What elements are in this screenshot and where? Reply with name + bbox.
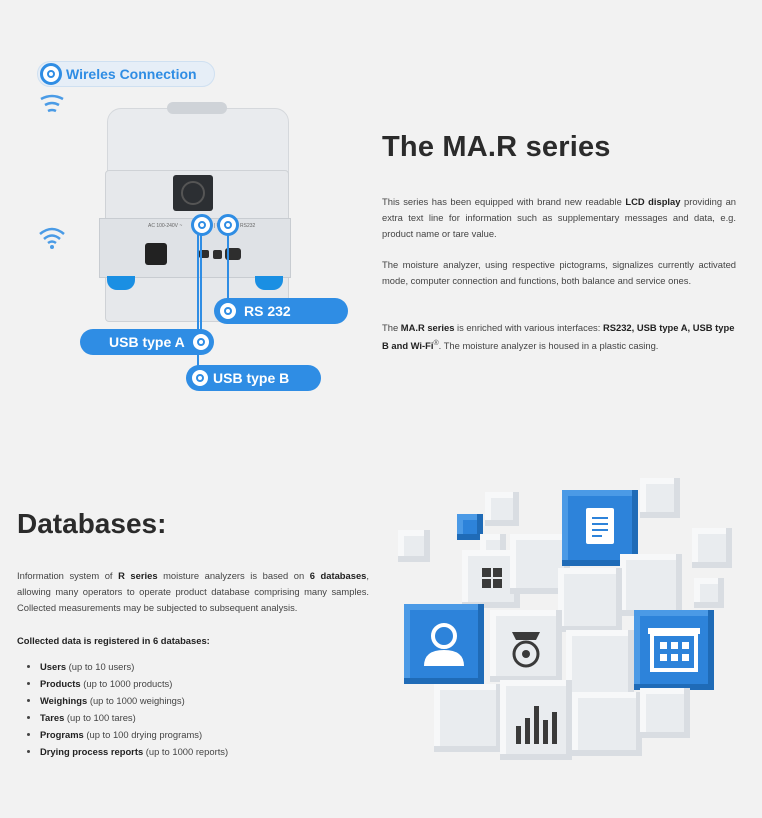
wireless-connection-callout: Wireles Connection	[37, 61, 215, 87]
db-item-detail: (up to 1000 products)	[80, 678, 173, 689]
scale-icon	[512, 632, 540, 668]
db-p1-bold-databases: 6 databases	[309, 570, 367, 581]
building-cube	[634, 610, 714, 690]
usb-type-a-label: USB type A	[109, 334, 185, 350]
db-p1-text-e: , allowing many operators to operate pro…	[17, 570, 369, 613]
wireless-waves-icon	[40, 94, 64, 113]
device-lid-handle	[167, 102, 227, 114]
small-cube	[485, 492, 519, 526]
rs232-connector-ring-icon	[217, 214, 239, 236]
db-item-name: Programs	[40, 729, 84, 740]
usb-a-connector-line	[200, 235, 202, 330]
small-cube	[694, 578, 724, 608]
user-icon	[424, 623, 464, 666]
db-item-name: Tares	[40, 712, 65, 723]
db-item-detail: (up to 100 tares)	[64, 712, 136, 723]
databases-paragraph: Information system of R series moisture …	[17, 568, 369, 616]
databases-list: Users (up to 10 users) Products (up to 1…	[22, 658, 228, 760]
db-p1-text-c: moisture analyzers is based on	[157, 570, 310, 581]
mar-p3-text-a: The	[382, 322, 401, 333]
mar-p1-text: This series has been equipped with brand…	[382, 196, 626, 207]
databases-list-title: Collected data is registered in 6 databa…	[17, 635, 210, 646]
cube	[434, 684, 502, 752]
cube	[640, 688, 690, 738]
usb-type-b-label: USB type B	[213, 370, 290, 386]
wireless-connection-label: Wireles Connection	[66, 66, 197, 82]
building-icon	[648, 628, 700, 672]
wifi-icon	[39, 227, 65, 249]
mar-p3-bold-interfaces: RS232, USB type A, USB type B and Wi-Fi	[382, 322, 735, 352]
user-cube	[404, 604, 484, 684]
mar-paragraph-3: The MA.R series is enriched with various…	[382, 320, 736, 354]
cube	[620, 554, 682, 616]
wireless-ring-icon	[40, 63, 62, 85]
small-cube	[640, 478, 680, 518]
rs232-ring-icon	[217, 300, 239, 322]
mar-paragraph-2: The moisture analyzer, using respective …	[382, 259, 736, 286]
mar-p3-registered: ®	[433, 340, 439, 347]
small-cube	[398, 530, 430, 562]
usb-b-connector-line	[197, 235, 199, 366]
mar-p3-text-f: . The moisture analyzer is housed in a p…	[438, 340, 659, 352]
device-foot-left	[107, 276, 135, 290]
cube	[558, 568, 622, 632]
mar-p3-bold-series: MA.R series	[400, 322, 455, 333]
fan-icon	[173, 175, 213, 211]
database-cubes-illustration	[380, 470, 762, 818]
usb-type-b-ring-icon	[189, 367, 211, 389]
document-icon	[586, 508, 614, 544]
mar-paragraph-1: This series has been equipped with brand…	[382, 194, 736, 242]
usb-type-a-ring-icon	[190, 331, 212, 353]
db-p1-bold-series: R series	[118, 570, 158, 581]
db-item-detail: (up to 1000 reports)	[143, 746, 229, 757]
mar-p1-bold: LCD display	[625, 196, 681, 207]
mar-series-title: The MA.R series	[382, 131, 611, 163]
list-item: Tares (up to 100 tares)	[40, 709, 228, 726]
document-cube	[562, 490, 638, 566]
db-item-detail: (up to 1000 weighings)	[87, 695, 185, 706]
panel-label-power: AC 100-240V ~	[148, 223, 183, 229]
small-cube	[692, 528, 732, 568]
db-item-name: Users	[40, 661, 67, 672]
mar-p3-text-c: is enriched with various interfaces:	[454, 322, 603, 333]
db-p1-text-a: Information system of	[17, 570, 119, 581]
device-foot-right	[255, 276, 283, 290]
bar-chart-icon	[516, 706, 557, 744]
list-item: Weighings (up to 1000 weighings)	[40, 692, 228, 709]
db-item-name: Drying process reports	[40, 746, 144, 757]
usb-a-port	[199, 250, 209, 258]
panel-label-rs232: RS232	[240, 223, 256, 229]
rs232-connector-line	[227, 235, 229, 299]
device-illustration: AC 100-240V ~ USB A | USB B RS232	[95, 100, 295, 322]
rs232-port	[225, 248, 241, 260]
db-item-name: Weighings	[40, 695, 88, 706]
usb-connector-ring-icon	[191, 214, 213, 236]
small-cube-blue	[457, 514, 483, 540]
db-item-name: Products	[40, 678, 81, 689]
cube	[566, 630, 634, 698]
grid-icon	[482, 568, 502, 588]
mar-p1-text-end: providing an extra text line for informa…	[382, 196, 736, 239]
cube	[572, 692, 642, 756]
usb-b-port	[213, 250, 222, 259]
scale-cube	[490, 610, 562, 682]
list-item: Products (up to 1000 products)	[40, 675, 228, 692]
power-socket-icon	[145, 243, 167, 265]
db-item-detail: (up to 100 drying programs)	[83, 729, 203, 740]
list-item: Programs (up to 100 drying programs)	[40, 726, 228, 743]
databases-title: Databases:	[17, 508, 167, 539]
list-item: Drying process reports (up to 1000 repor…	[40, 743, 228, 760]
list-item: Users (up to 10 users)	[40, 658, 228, 675]
chart-cube	[500, 680, 572, 760]
panel-label-usb: USB A | USB B	[198, 223, 232, 229]
rs232-label: RS 232	[244, 303, 291, 319]
db-item-detail: (up to 10 users)	[66, 661, 135, 672]
